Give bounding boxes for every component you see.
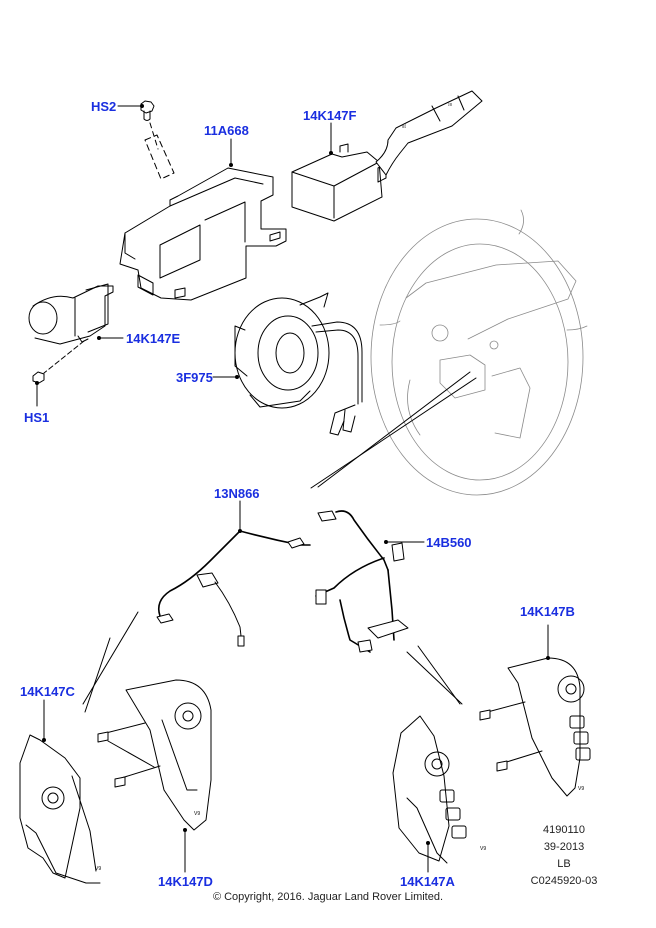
callout-13n866[interactable]: 13N866 [214,486,260,501]
leader-wheel-harness-2 [317,371,471,488]
harness-14b560-drawing [315,510,409,653]
reference-code: LB [557,858,571,870]
callout-14k147d[interactable]: 14K147D [158,874,213,889]
leader-right-1 [406,651,463,705]
svg-text:⁞≡: ⁞≡ [448,102,452,108]
reference-block: 4190110 39-2013 LB C0245920-03 [509,822,619,890]
callout-14k147a[interactable]: 14K147A [400,874,455,889]
callout-leaders [35,104,550,873]
callout-14k147f[interactable]: 14K147F [303,108,357,123]
callout-11a668[interactable]: 11A668 [204,123,249,138]
column-bracket-drawing [119,167,287,301]
switch-pack-14k147b-drawing: V9 [479,657,591,797]
callout-hs2[interactable]: HS2 [91,99,117,114]
svg-text:V9: V9 [480,846,486,852]
harness-13n866-drawing [156,530,311,647]
lighting-switch-drawing [28,283,114,384]
leader-wheel-harness-1 [310,377,477,489]
callout-3f975[interactable]: 3F975 [176,370,213,385]
switch-pack-14k147a-drawing: V9 [392,715,486,864]
callout-hs1[interactable]: HS1 [24,410,50,425]
svg-text:V9: V9 [194,811,200,817]
callout-14k147b[interactable]: 14K147B [520,604,575,619]
callout-14k147e[interactable]: 14K147E [126,331,181,346]
svg-text:V9: V9 [95,866,101,872]
switch-pack-14k147c-drawing: V9 [19,734,101,884]
switch-pack-14k147d-drawing: V9 [97,679,212,831]
leader-left-2 [82,611,139,705]
illustration-id: C0245920-03 [530,875,598,887]
screw-hs2-drawing [140,100,175,180]
reference-date: 39-2013 [543,841,585,853]
leader-right-2 [417,645,461,705]
wiper-switch-drawing: ≡⁞ ⁞≡ [291,90,483,222]
copyright-notice: © Copyright, 2016. Jaguar Land Rover Lim… [212,891,444,903]
callout-14b560[interactable]: 14B560 [426,535,472,550]
reference-number: 4190110 [542,824,585,836]
callout-14k147c[interactable]: 14K147C [20,684,75,699]
svg-text:V9: V9 [578,786,584,792]
leader-left-1 [84,637,111,713]
clockspring-drawing [234,292,363,436]
svg-text:≡⁞: ≡⁞ [402,124,406,130]
steering-wheel-drawing [370,209,588,496]
